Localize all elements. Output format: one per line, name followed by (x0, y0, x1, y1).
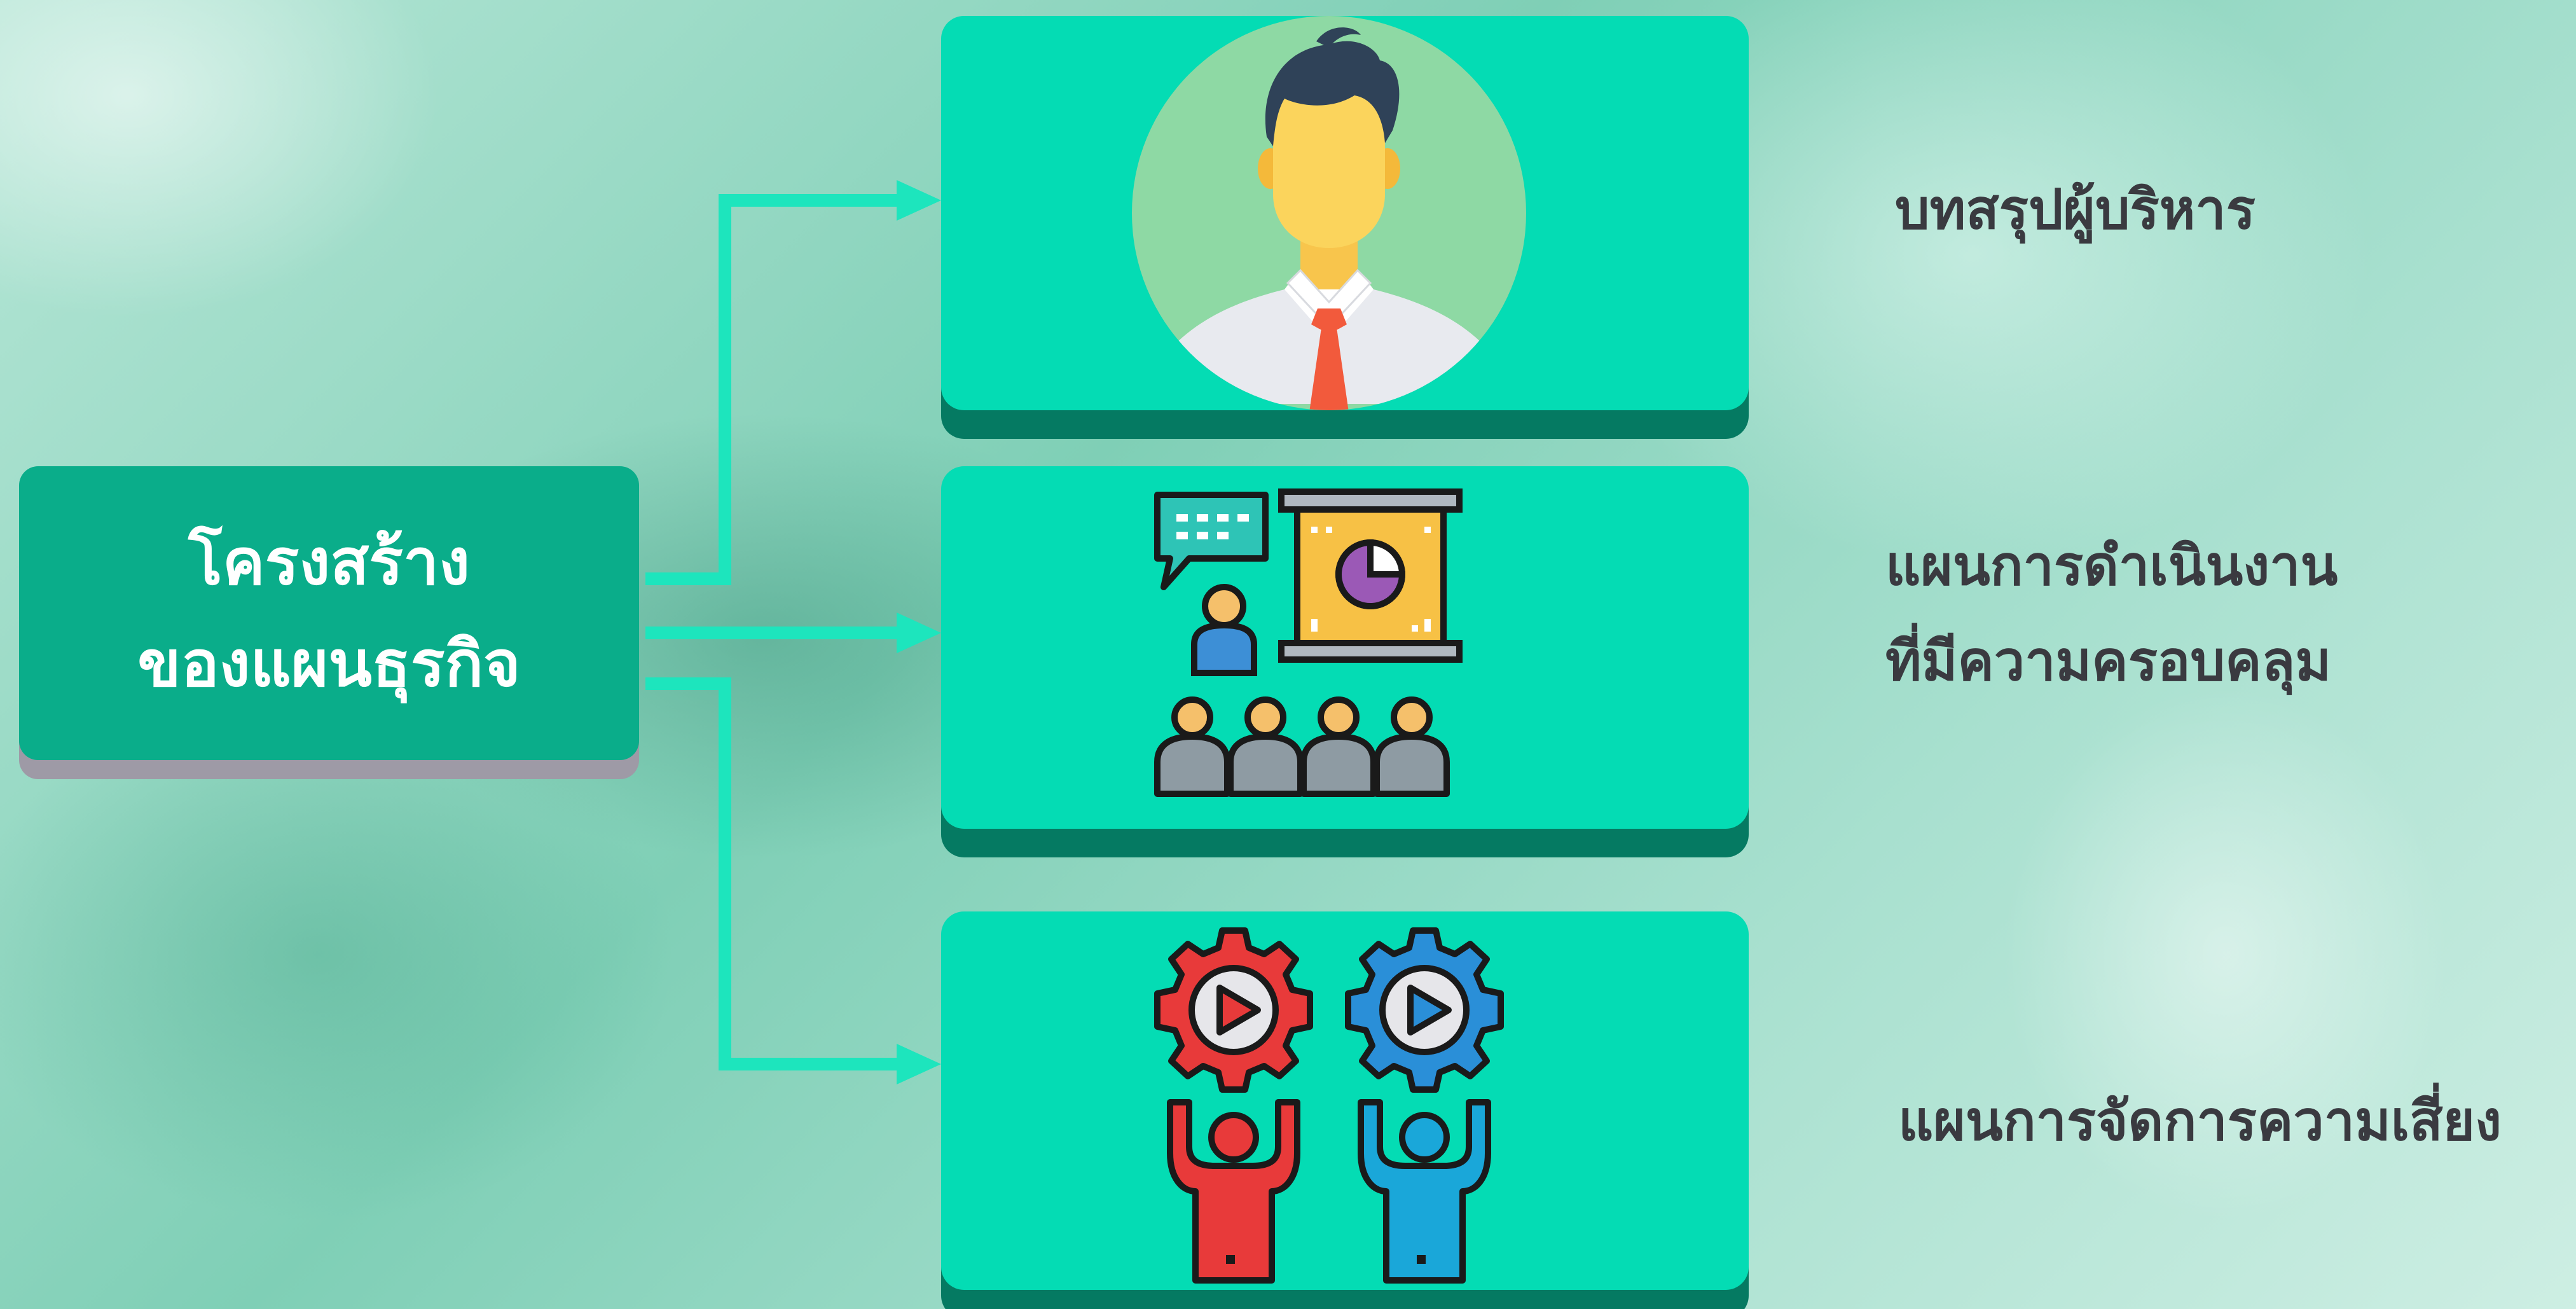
root-title-line1: โครงสร้าง (188, 525, 470, 599)
connector-to-executive-summary (645, 194, 903, 585)
root-node: โครงสร้าง ของแผนธุรกิจ (19, 466, 639, 760)
label-executive-summary: บทสรุปผู้บริหาร (1895, 178, 2256, 242)
label-operations-plan-line1: แผนการดำเนินงาน (1885, 534, 2338, 598)
blue-person (1358, 1099, 1491, 1284)
audience-person-4 (1374, 696, 1450, 797)
gears-people-icon (1145, 918, 1513, 1284)
card-operations-plan (941, 466, 1749, 829)
audience-person-1 (1154, 696, 1230, 797)
blue-gear (1348, 931, 1501, 1090)
root-title-line2: ของแผนธุรกิจ (137, 627, 521, 701)
red-gear (1157, 931, 1310, 1090)
label-operations-plan: แผนการดำเนินงาน ที่มีความครอบคลุม (1885, 518, 2338, 709)
label-risk-plan: แผนการจัดการความเสี่ยง (1898, 1090, 2502, 1153)
audience-person-2 (1227, 696, 1304, 797)
card-executive-summary (941, 16, 1749, 410)
arrowhead-executive-summary (897, 180, 941, 221)
card-risk-plan (941, 911, 1749, 1290)
label-operations-plan-line2: ที่มีความครอบคลุม (1885, 630, 2332, 693)
connector-to-risk-plan (645, 677, 903, 1070)
arrowhead-risk-plan (897, 1044, 941, 1084)
executive-person-icon (1132, 16, 1526, 410)
red-person (1167, 1099, 1300, 1284)
arrowhead-operations-plan (897, 613, 941, 653)
audience-person-3 (1300, 696, 1377, 797)
presentation-audience-icon (1154, 488, 1463, 797)
